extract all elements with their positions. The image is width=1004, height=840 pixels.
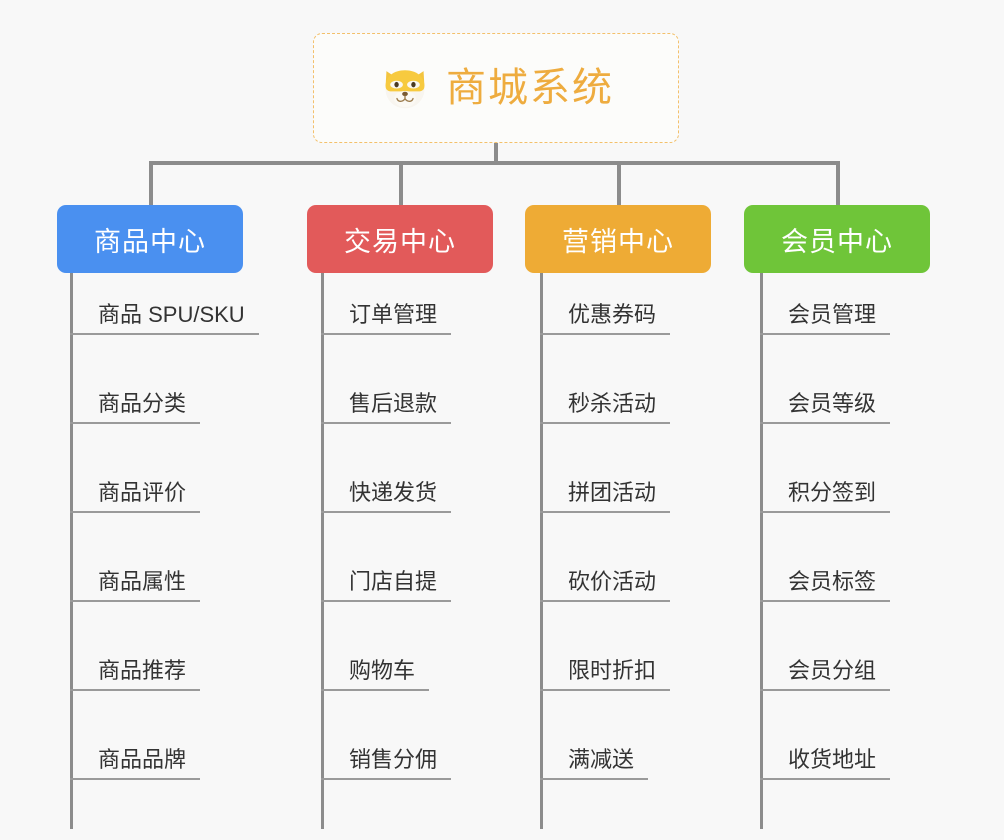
branch-items-1: 订单管理 售后退款 快递发货 门店自提 购物车 销售分佣 [321, 273, 561, 833]
list-item[interactable]: 商品品牌 [70, 747, 201, 781]
list-item[interactable]: 会员分组 [760, 658, 891, 692]
connector-drop-1 [149, 161, 153, 205]
list-item-label: 拼团活动 [540, 480, 671, 514]
root-node-label: 商城系统 [446, 66, 614, 110]
list-item[interactable]: 拼团活动 [540, 480, 671, 514]
list-item-label: 会员标签 [760, 569, 891, 603]
shiba-dog-icon [378, 61, 432, 115]
list-item-label: 会员分组 [760, 658, 891, 692]
list-item[interactable]: 售后退款 [321, 391, 452, 425]
list-item-label: 满减送 [540, 747, 649, 781]
list-item-label: 会员管理 [760, 302, 891, 336]
branch-trunk-2 [540, 273, 543, 829]
connector-drop-3 [617, 161, 621, 205]
connector-drop-4 [836, 161, 840, 205]
branch-items-2: 优惠券码 秒杀活动 拼团活动 砍价活动 限时折扣 满减送 [540, 273, 780, 833]
branch-header-label-3: 会员中心 [781, 226, 893, 257]
branch-items-3: 会员管理 会员等级 积分签到 会员标签 会员分组 收货地址 [760, 273, 1000, 833]
branch-header-1[interactable]: 交易中心 [307, 205, 493, 273]
list-item-label: 积分签到 [760, 480, 891, 514]
list-item[interactable]: 秒杀活动 [540, 391, 671, 425]
connector-root-stem [494, 143, 498, 163]
list-item-label: 商品属性 [70, 569, 201, 603]
list-item-label: 会员等级 [760, 391, 891, 425]
branch-header-label-2: 营销中心 [562, 226, 674, 257]
list-item-label: 快递发货 [321, 480, 452, 514]
list-item-label: 限时折扣 [540, 658, 671, 692]
root-node[interactable]: 商城系统 [313, 33, 679, 143]
list-item[interactable]: 积分签到 [760, 480, 891, 514]
list-item[interactable]: 砍价活动 [540, 569, 671, 603]
list-item-label: 门店自提 [321, 569, 452, 603]
list-item[interactable]: 销售分佣 [321, 747, 452, 781]
list-item[interactable]: 会员管理 [760, 302, 891, 336]
list-item[interactable]: 限时折扣 [540, 658, 671, 692]
list-item-label: 秒杀活动 [540, 391, 671, 425]
list-item-label: 砍价活动 [540, 569, 671, 603]
branch-trunk-0 [70, 273, 73, 829]
list-item[interactable]: 会员等级 [760, 391, 891, 425]
branch-header-3[interactable]: 会员中心 [744, 205, 930, 273]
list-item-label: 商品品牌 [70, 747, 201, 781]
list-item-label: 收货地址 [760, 747, 891, 781]
connector-bus [149, 161, 840, 165]
list-item-label: 商品推荐 [70, 658, 201, 692]
list-item[interactable]: 商品属性 [70, 569, 201, 603]
branch-trunk-3 [760, 273, 763, 829]
list-item[interactable]: 快递发货 [321, 480, 452, 514]
list-item[interactable]: 购物车 [321, 658, 430, 692]
list-item[interactable]: 商品推荐 [70, 658, 201, 692]
list-item[interactable]: 满减送 [540, 747, 649, 781]
list-item-label: 优惠券码 [540, 302, 671, 336]
list-item-label: 售后退款 [321, 391, 452, 425]
list-item[interactable]: 收货地址 [760, 747, 891, 781]
branch-trunk-1 [321, 273, 324, 829]
list-item-label: 商品分类 [70, 391, 201, 425]
list-item[interactable]: 会员标签 [760, 569, 891, 603]
list-item[interactable]: 商品评价 [70, 480, 201, 514]
list-item[interactable]: 订单管理 [321, 302, 452, 336]
list-item[interactable]: 商品分类 [70, 391, 201, 425]
branch-items-0: 商品 SPU/SKU 商品分类 商品评价 商品属性 商品推荐 商品品牌 [70, 273, 310, 833]
list-item-label: 商品评价 [70, 480, 201, 514]
branch-header-0[interactable]: 商品中心 [57, 205, 243, 273]
branch-header-2[interactable]: 营销中心 [525, 205, 711, 273]
branch-header-label-1: 交易中心 [344, 226, 456, 257]
branch-header-label-0: 商品中心 [94, 226, 206, 257]
list-item-label: 销售分佣 [321, 747, 452, 781]
list-item-label: 购物车 [321, 658, 430, 692]
connector-drop-2 [399, 161, 403, 205]
list-item[interactable]: 门店自提 [321, 569, 452, 603]
list-item-label: 商品 SPU/SKU [70, 302, 259, 336]
list-item[interactable]: 商品 SPU/SKU [70, 302, 259, 336]
list-item[interactable]: 优惠券码 [540, 302, 671, 336]
list-item-label: 订单管理 [321, 302, 452, 336]
